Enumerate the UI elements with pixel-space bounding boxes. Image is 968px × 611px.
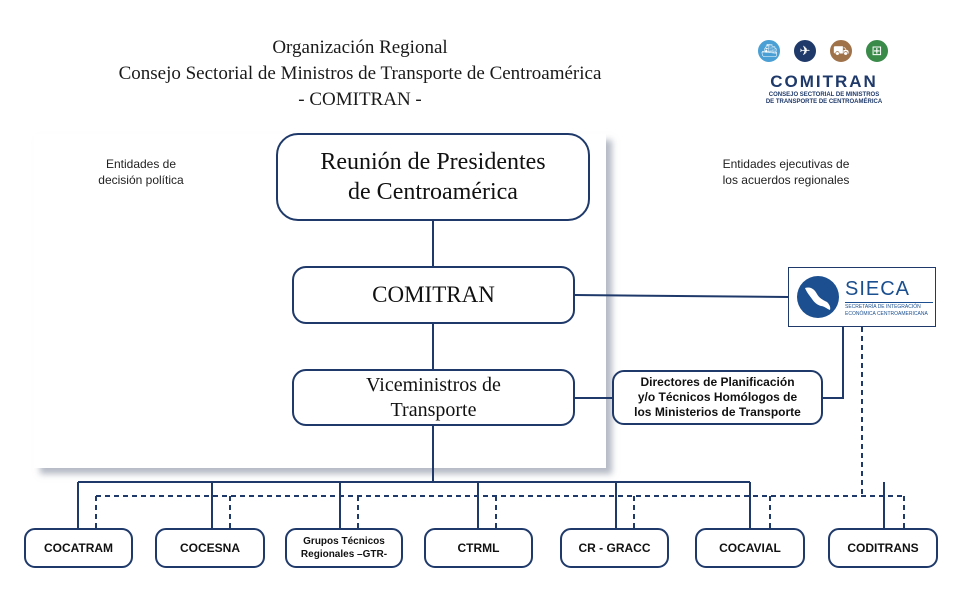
plane-icon: ✈ [792, 38, 818, 64]
label-executive-entities: Entidades ejecutivas de los acuerdos reg… [722, 157, 850, 187]
label-political-decision: Entidades de decisión política [98, 157, 184, 187]
truck-icon: ⛟ [828, 38, 854, 64]
logo-name: COMITRAN [770, 72, 878, 91]
title-line-1: Organización Regional [272, 37, 448, 58]
leaf-cocavial: COCAVIAL [695, 528, 805, 568]
leaf-cocesna: COCESNA [155, 528, 265, 568]
title-line-2: Consejo Sectorial de Ministros de Transp… [118, 63, 602, 84]
leaf-coditrans: CODITRANS [828, 528, 938, 568]
title-line-3: - COMITRAN - [298, 89, 422, 110]
logo-subtitle: CONSEJO SECTORIAL DE MINISTROS DE TRANSP… [765, 92, 883, 105]
leaf-cocatram: COCATRAM [24, 528, 133, 568]
line-comitran-sieca [574, 294, 789, 298]
leaf-ctrml: CTRML [424, 528, 533, 568]
leaf-gtr: Grupos Técnicos Regionales –GTR- [285, 528, 403, 568]
node-viceministers: Viceministros de Transporte [292, 369, 575, 426]
ship-icon: ⛴ [756, 38, 782, 64]
node-presidents: Reunión de Presidentes de Centroamérica [276, 133, 590, 221]
sieca-map-icon [797, 276, 839, 318]
comitran-logo: ⛴ ✈ ⛟ ⊞ COMITRAN CONSEJO SECTORIAL DE MI… [754, 36, 898, 110]
train-icon: ⊞ [864, 38, 890, 64]
node-directors: Directores de Planificación y/o Técnicos… [612, 370, 823, 425]
sieca-subtitle: SECRETARÍA DE INTEGRACIÓN ECONÓMICA CENT… [845, 304, 928, 317]
leaf-cr-gracc: CR - GRACC [560, 528, 669, 568]
line-sieca-directors [823, 327, 844, 399]
node-comitran: COMITRAN [292, 266, 575, 324]
node-sieca: SIECA SECRETARÍA DE INTEGRACIÓN ECONÓMIC… [788, 267, 936, 327]
sieca-name: SIECA [845, 278, 911, 300]
